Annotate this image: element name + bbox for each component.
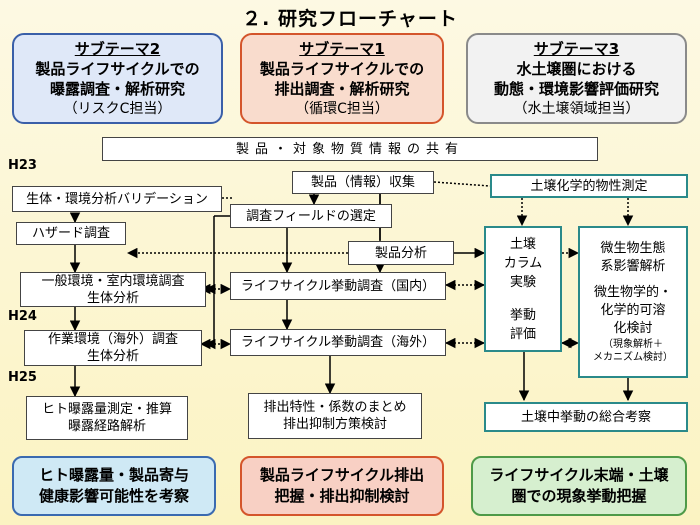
- lifecycle-overseas-box: ライフサイクル挙動調査（海外）: [230, 329, 446, 356]
- exposure-line1: ヒト曝露量測定・推算: [41, 402, 172, 417]
- page-title: ２. 研究フローチャート: [242, 8, 458, 30]
- subtheme-2-line2: 曝露調査・解析研究: [49, 80, 185, 98]
- general-env-line1: 一般環境・室内環境調査: [41, 273, 185, 289]
- validation-box: 生体・環境分析バリデーション: [12, 186, 222, 212]
- year-h25: H25: [8, 370, 37, 385]
- micro-line4: 化学的可溶: [600, 303, 666, 318]
- share-info-bar: 製品・対象物質情報の共有: [102, 137, 598, 161]
- subtheme-2-name: サブテーマ2: [74, 40, 161, 58]
- work-env-line2: 生体分析: [86, 349, 139, 364]
- subtheme-3-owner: （水土壌領域担当）: [513, 101, 640, 117]
- emission-line2: 排出抑制方策検討: [282, 417, 387, 432]
- emission-box: 排出特性・係数のまとめ 排出抑制方策検討: [248, 393, 422, 439]
- column-line3: 実験: [509, 274, 536, 290]
- outcome-emission-line2: 把握・排出抑制検討: [274, 487, 410, 505]
- outcome-emission-line1: 製品ライフサイクル排出: [259, 466, 425, 484]
- column-line1: 土壌: [509, 236, 536, 252]
- soil-total-box: 土壌中挙動の総合考察: [484, 402, 688, 432]
- outcome-soil-line2: 圏での現象挙動把握: [511, 487, 647, 505]
- microbe-box: 微生物生態 系影響解析 微生物学的・ 化学的可溶 化検討 （現象解析＋ メカニズ…: [578, 226, 688, 378]
- exposure-box: ヒト曝露量測定・推算 曝露経路解析: [26, 396, 188, 440]
- subtheme-2-line1: 製品ライフサイクルでの: [35, 60, 200, 78]
- year-h23: H23: [8, 158, 37, 173]
- column-experiment-box: 土壌 カラム 実験 挙動 評価: [484, 226, 562, 352]
- micro-line5: 化検討: [613, 321, 653, 336]
- outcome-soil-box: ライフサイクル末端・土壌 圏での現象挙動把握: [471, 456, 687, 516]
- micro-line1: 微生物生態: [600, 241, 666, 256]
- subtheme-1-line1: 製品ライフサイクルでの: [259, 60, 425, 78]
- subtheme-2-box: サブテーマ2 製品ライフサイクルでの 曝露調査・解析研究 （リスクC担当）: [12, 33, 223, 124]
- subtheme-1-line2: 排出調査・解析研究: [274, 80, 410, 98]
- general-env-box: 一般環境・室内環境調査 生体分析: [20, 272, 206, 307]
- micro-line7: メカニズム検討）: [593, 352, 673, 363]
- micro-line6: （現象解析＋: [603, 339, 663, 350]
- subtheme-1-owner: （循環C担当）: [295, 101, 389, 117]
- subtheme-3-line1: 水土壌圏における: [516, 60, 637, 78]
- subtheme-1-name: サブテーマ1: [299, 40, 385, 58]
- subtheme-3-name: サブテーマ3: [533, 40, 620, 58]
- exposure-line2: 曝露経路解析: [67, 419, 146, 434]
- outcome-exposure-box: ヒト曝露量・製品寄与 健康影響可能性を考察: [12, 456, 216, 516]
- column-line2: カラム: [503, 255, 543, 271]
- year-h24: H24: [8, 309, 37, 324]
- subtheme-3-box: サブテーマ3 水土壌圏における 動態・環境影響評価研究 （水土壌領域担当）: [466, 33, 687, 124]
- soil-chem-box: 土壌化学的物性測定: [490, 174, 688, 198]
- subtheme-3-line2: 動態・環境影響評価研究: [493, 80, 659, 98]
- work-env-line1: 作業環境（海外）調査: [47, 332, 178, 347]
- micro-line3: 微生物学的・: [593, 285, 672, 300]
- outcome-soil-line1: ライフサイクル末端・土壌: [489, 466, 669, 484]
- subtheme-2-owner: （リスクC担当）: [63, 101, 172, 117]
- field-select-box: 調査フィールドの選定: [230, 204, 392, 228]
- emission-line1: 排出特性・係数のまとめ: [263, 400, 407, 415]
- product-analysis-box: 製品分析: [348, 241, 454, 265]
- outcome-exposure-line2: 健康影響可能性を考察: [38, 487, 189, 505]
- work-env-box: 作業環境（海外）調査 生体分析: [24, 330, 202, 366]
- product-collect-box: 製品（情報）収集: [292, 171, 434, 194]
- hazard-box: ハザード調査: [16, 222, 126, 245]
- general-env-line2: 生体分析: [86, 290, 139, 306]
- outcome-exposure-line1: ヒト曝露量・製品寄与: [38, 466, 189, 484]
- column-line4: 挙動: [509, 307, 536, 323]
- micro-line2: 系影響解析: [600, 259, 666, 274]
- column-line5: 評価: [509, 326, 536, 342]
- outcome-emission-box: 製品ライフサイクル排出 把握・排出抑制検討: [240, 456, 444, 516]
- lifecycle-domestic-box: ライフサイクル挙動調査（国内）: [230, 272, 446, 300]
- subtheme-1-box: サブテーマ1 製品ライフサイクルでの 排出調査・解析研究 （循環C担当）: [240, 33, 444, 124]
